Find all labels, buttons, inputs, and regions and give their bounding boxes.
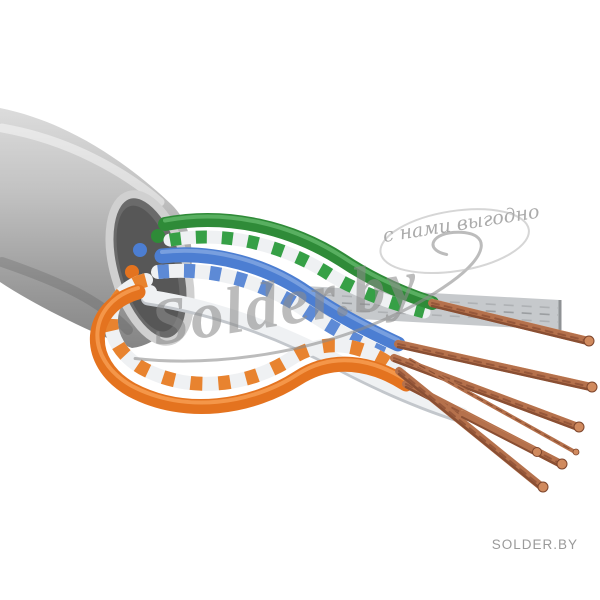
watermark-loop <box>379 208 530 274</box>
copper-bundle <box>394 339 598 393</box>
copper-bundle <box>395 366 549 493</box>
copper-bundle <box>458 410 542 457</box>
copper-bundle <box>408 358 580 456</box>
site-label: SOLDER.BY <box>492 537 578 552</box>
jacket-highlight <box>0 123 165 207</box>
copper-strands <box>390 298 598 493</box>
copper-bundle <box>428 298 595 347</box>
watermark-swoosh <box>133 230 483 363</box>
